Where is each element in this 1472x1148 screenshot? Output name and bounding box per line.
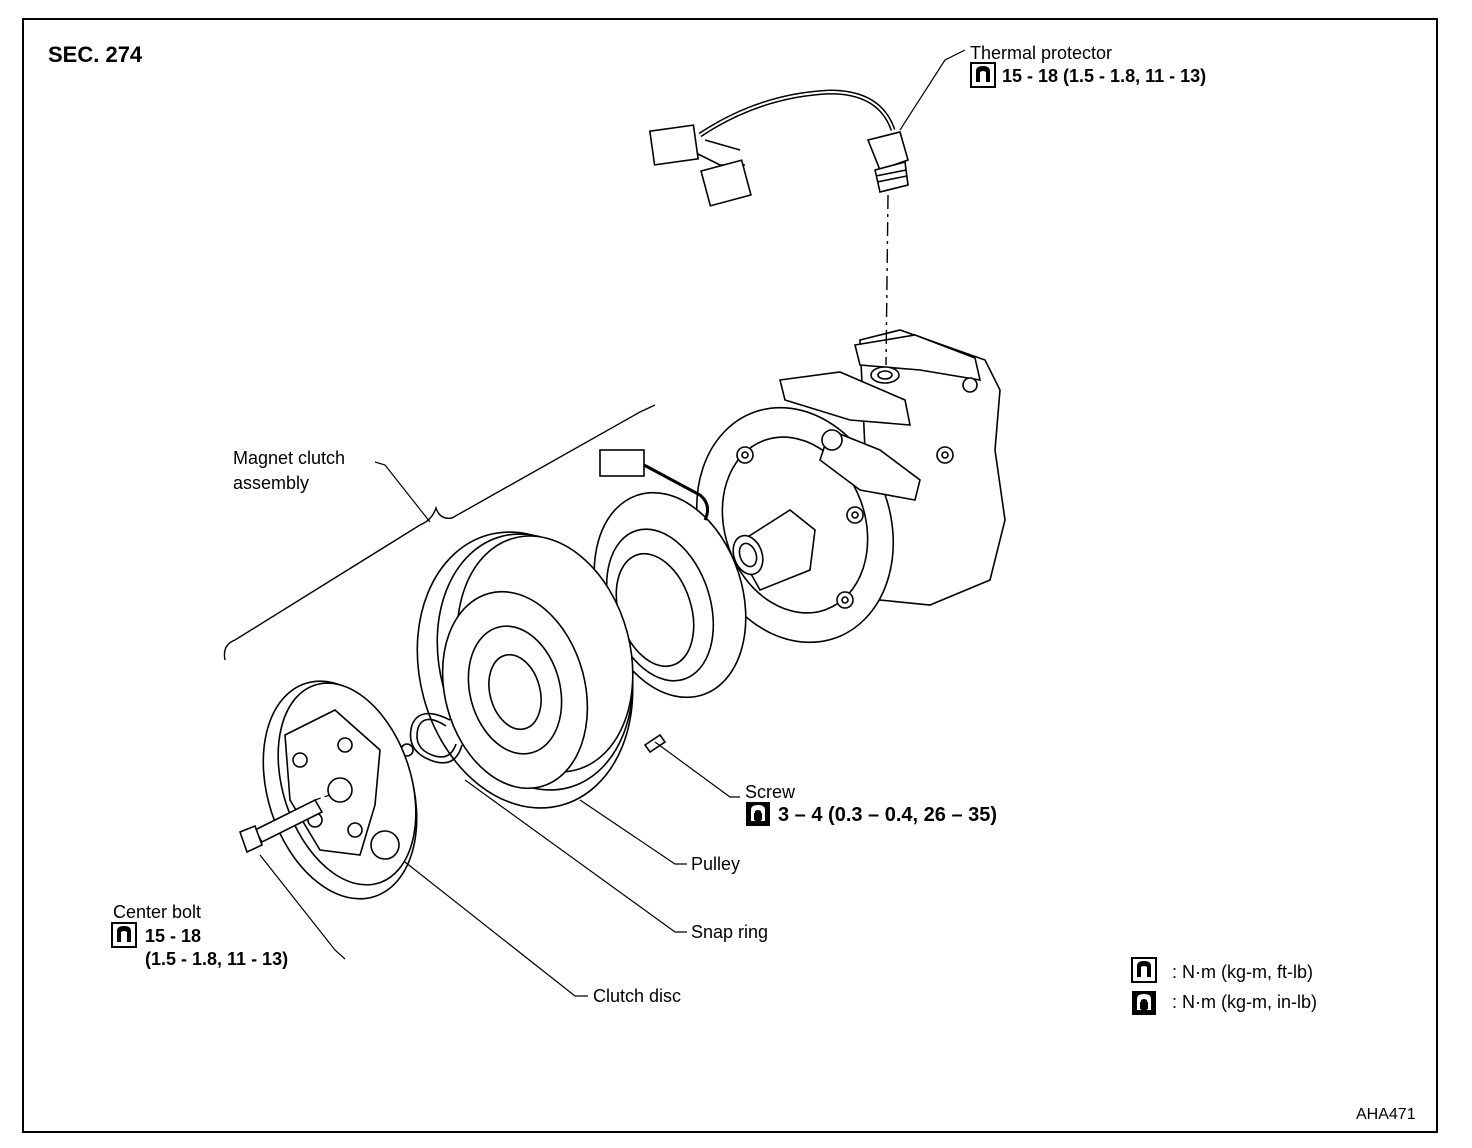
torque-wrench-icon [111,922,137,948]
torque-wrench-filled-icon [746,802,770,826]
screw-torque: 3 – 4 (0.3 – 0.4, 26 – 35) [778,804,998,826]
thermal-protector [648,89,909,207]
label-magnet-clutch-line2: assembly [233,473,310,493]
section-number: SEC. 274 [48,42,143,67]
diagram-frame [22,18,1438,1133]
legend-in-lb: : N·m (kg-m, in-lb) [1172,992,1317,1012]
center-bolt-torque-units: (1.5 - 1.8, 11 - 13) [145,949,289,969]
label-magnet-clutch-line1: Magnet clutch [233,448,346,468]
center-bolt-torque: 15 - 18 [145,926,202,946]
figure-code: AHA471 [1356,1106,1416,1123]
torque-wrench-icon [970,62,996,88]
clutch-disc [262,680,418,900]
leader-lines [259,49,966,997]
label-center-bolt: Center bolt [113,902,202,922]
thermal-protector-torque: 15 - 18 (1.5 - 1.8, 11 - 13) [1002,66,1207,86]
center-bolt [238,798,324,854]
legend-ft-lb: : N·m (kg-m, ft-lb) [1172,962,1313,982]
label-pulley: Pulley [691,854,741,874]
label-snap-ring: Snap ring [691,922,769,942]
pulley [416,531,667,809]
assembly-brace [223,404,656,661]
compressor [695,329,1006,644]
label-thermal-protector: Thermal protector [970,43,1113,63]
label-clutch-disc: Clutch disc [593,986,682,1006]
torque-wrench-icon [1131,957,1157,983]
torque-wrench-filled-icon [1132,991,1156,1015]
label-screw: Screw [745,782,796,802]
